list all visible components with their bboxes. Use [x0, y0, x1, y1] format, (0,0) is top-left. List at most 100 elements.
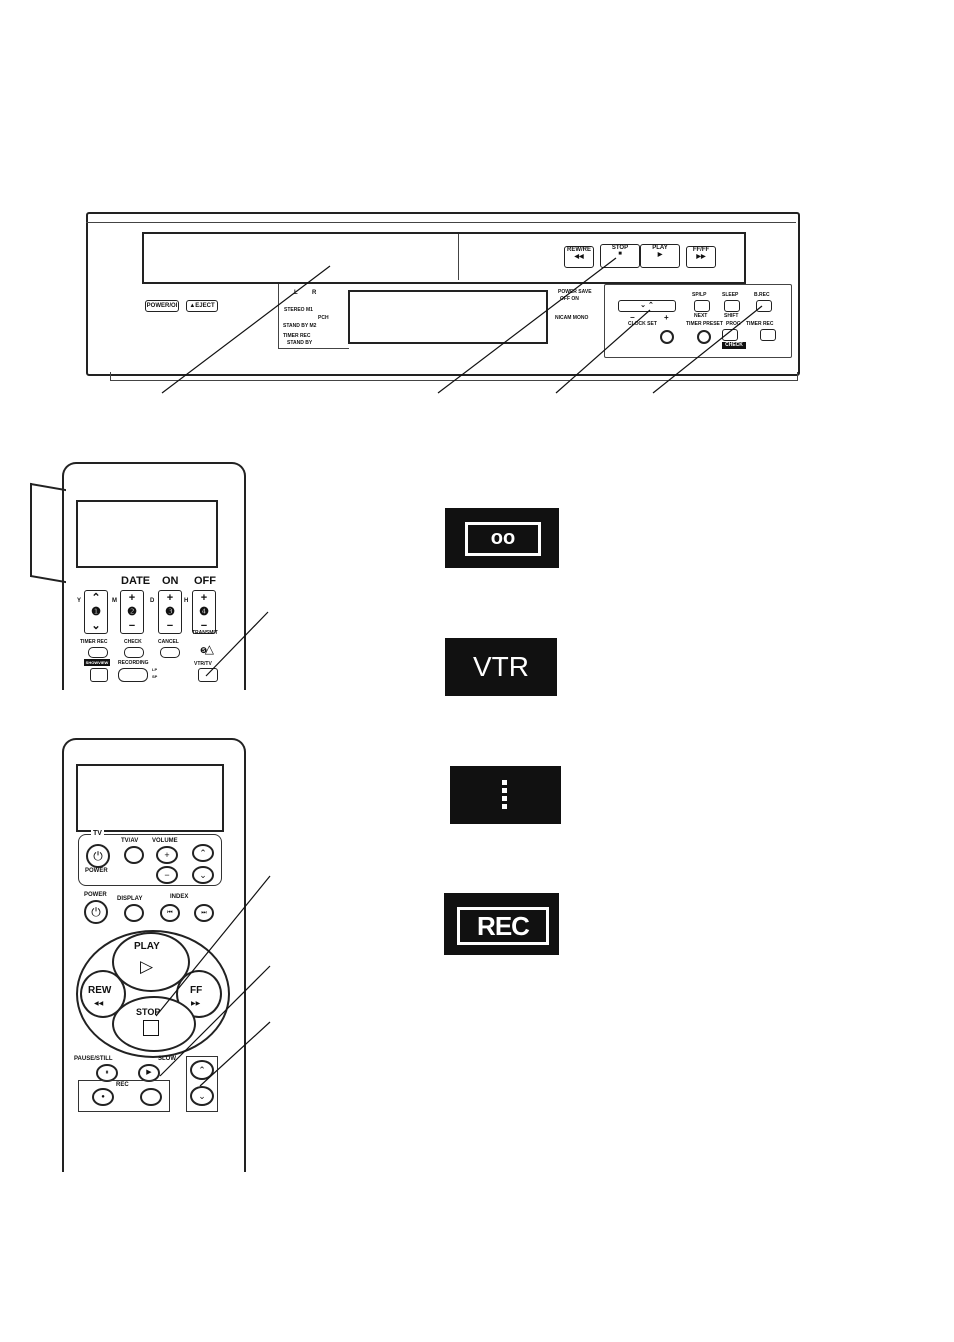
check-remote-button[interactable] — [124, 647, 144, 658]
timer-rec-remote-button[interactable] — [88, 647, 108, 658]
label-ff: FF — [190, 985, 203, 996]
index-next-button[interactable]: ⏭ — [194, 904, 214, 922]
slow-button[interactable]: ▶ — [138, 1064, 160, 1082]
label-next: NEXT — [694, 313, 708, 319]
fastforward-icon: ▶▶ — [191, 1001, 201, 1007]
indicator-timer-rec: TIMER REC — [283, 333, 311, 339]
volume-up-button[interactable]: + — [156, 846, 178, 864]
label-prog: PROG — [726, 321, 741, 327]
vcr-eject-button[interactable]: ▲EJECT — [186, 300, 218, 312]
label-tv: TV — [91, 830, 104, 837]
play-icon: ▷ — [140, 957, 154, 976]
vcr-play-button[interactable]: PLAY▶ — [640, 244, 680, 268]
label-check: CHECK — [722, 342, 746, 349]
label-check-remote: CHECK — [124, 639, 142, 645]
label-tvav: TV/AV — [121, 838, 139, 844]
label-d: D — [150, 598, 155, 604]
tracking-up-button[interactable]: ⌃ — [190, 1060, 214, 1080]
vtr-display: VTR — [445, 638, 557, 696]
indicator-dot — [502, 788, 507, 793]
showview-button[interactable] — [90, 668, 108, 682]
label-sp: SP — [152, 674, 158, 679]
label-showview: SHOWVIEW — [84, 659, 110, 666]
remote-lcd — [76, 500, 218, 568]
vcr-top-edge — [86, 212, 796, 223]
tv-power-button[interactable]: ⏻ — [86, 844, 110, 868]
vcr-timer-rec-button[interactable] — [760, 329, 776, 341]
rec-group — [78, 1080, 170, 1112]
channel-up-button[interactable]: ⌃ — [192, 844, 214, 862]
label-y: Y — [77, 598, 82, 604]
rec-icon: REC — [457, 907, 549, 945]
label-timer-rec: TIMER REC — [746, 321, 774, 327]
date-key-3[interactable]: +❸− — [158, 590, 182, 634]
label-rew: REW — [88, 985, 112, 996]
label-timer-preset: TIMER PRESET — [686, 321, 723, 327]
indicator-standby-m2: STAND BY M2 — [283, 323, 317, 329]
label-date: DATE — [121, 575, 151, 587]
indicator-stereo: STEREO M1 — [284, 307, 313, 313]
label-vtrtv: VTR/TV — [194, 661, 212, 667]
remote-flip-cover — [30, 482, 66, 584]
slot-divider — [458, 234, 459, 280]
cassette-icon: oo — [465, 522, 541, 556]
vcr-rewind-button[interactable]: REW/RE◀◀ — [564, 246, 594, 268]
vtrtv-button[interactable] — [198, 668, 218, 682]
indicator-pch: PCH — [318, 315, 329, 321]
channel-rocker[interactable]: ⌄ ⌃ — [618, 300, 676, 312]
label-off-on: OFF ON — [560, 296, 579, 302]
index-prev-button[interactable]: ⏮ — [160, 904, 180, 922]
power-icon: ⏻ — [93, 849, 103, 863]
label-power-vcr: POWER — [84, 892, 107, 898]
label-brec: B.REC — [754, 292, 770, 298]
clock-set-button[interactable] — [660, 330, 674, 344]
vcr-base — [110, 372, 798, 381]
date-key-2[interactable]: +❷− — [120, 590, 144, 634]
rec-second-button[interactable] — [140, 1088, 162, 1106]
volume-down-button[interactable]: − — [156, 866, 178, 884]
indicator-standby: STAND BY — [287, 340, 313, 346]
vcr-prog-button[interactable] — [722, 329, 738, 341]
label-pause-still: PAUSE/STILL — [74, 1056, 113, 1062]
label-play: PLAY — [134, 941, 160, 952]
label-off: OFF — [194, 575, 216, 587]
label-cancel: CANCEL — [158, 639, 179, 645]
tvav-button[interactable] — [124, 846, 144, 864]
cancel-remote-button[interactable] — [160, 647, 180, 658]
label-power-tv: POWER — [85, 868, 108, 874]
label-timer-rec-remote: TIMER REC — [80, 639, 108, 645]
vcr-brec-button[interactable] — [756, 300, 772, 312]
label-sleep: SLEEP — [722, 292, 739, 298]
label-volume: VOLUME — [152, 838, 178, 844]
vcr-stop-button[interactable]: STOP■ — [600, 244, 640, 268]
indicator-l: L — [294, 290, 298, 296]
tracking-down-button[interactable]: ⌄ — [190, 1086, 214, 1106]
label-slow: SLOW — [158, 1056, 176, 1062]
channel-down-button[interactable]: ⌄ — [192, 866, 214, 884]
vcr-power-button[interactable]: POWER/OI — [145, 300, 179, 312]
date-key-4[interactable]: +❹− — [192, 590, 216, 634]
timer-preset-button[interactable] — [697, 330, 711, 344]
vcr-sleep-button[interactable] — [724, 300, 740, 312]
pause-still-button[interactable]: ⏸ — [96, 1064, 118, 1082]
transmit-button[interactable]: △❺ — [200, 642, 215, 656]
vcr-ff-button[interactable]: FF/FF▶▶ — [686, 246, 716, 268]
indicator-dot — [502, 796, 507, 801]
label-splp: SP/LP — [692, 292, 707, 298]
display-button[interactable] — [124, 904, 144, 922]
recording-speed-switch[interactable] — [118, 668, 148, 682]
date-key-1[interactable]: ⌃❶⌄ — [84, 590, 108, 634]
vcr-splp-button[interactable] — [694, 300, 710, 312]
tv-control-group — [78, 834, 222, 886]
label-h: H — [184, 598, 189, 604]
label-stop: STOP — [136, 1007, 161, 1017]
rec-display: REC — [444, 893, 559, 955]
cassette-display: oo — [445, 508, 559, 568]
label-lp: LP — [152, 667, 158, 672]
label-rec-remote: REC — [116, 1082, 129, 1088]
vcr-power-remote-button[interactable]: ⏻ — [84, 900, 108, 924]
power-icon: ⏻ — [91, 905, 101, 919]
indicator-dot — [502, 804, 507, 809]
rec-button[interactable]: ● — [92, 1088, 114, 1106]
label-transmit: TRANSMIT — [192, 630, 218, 636]
